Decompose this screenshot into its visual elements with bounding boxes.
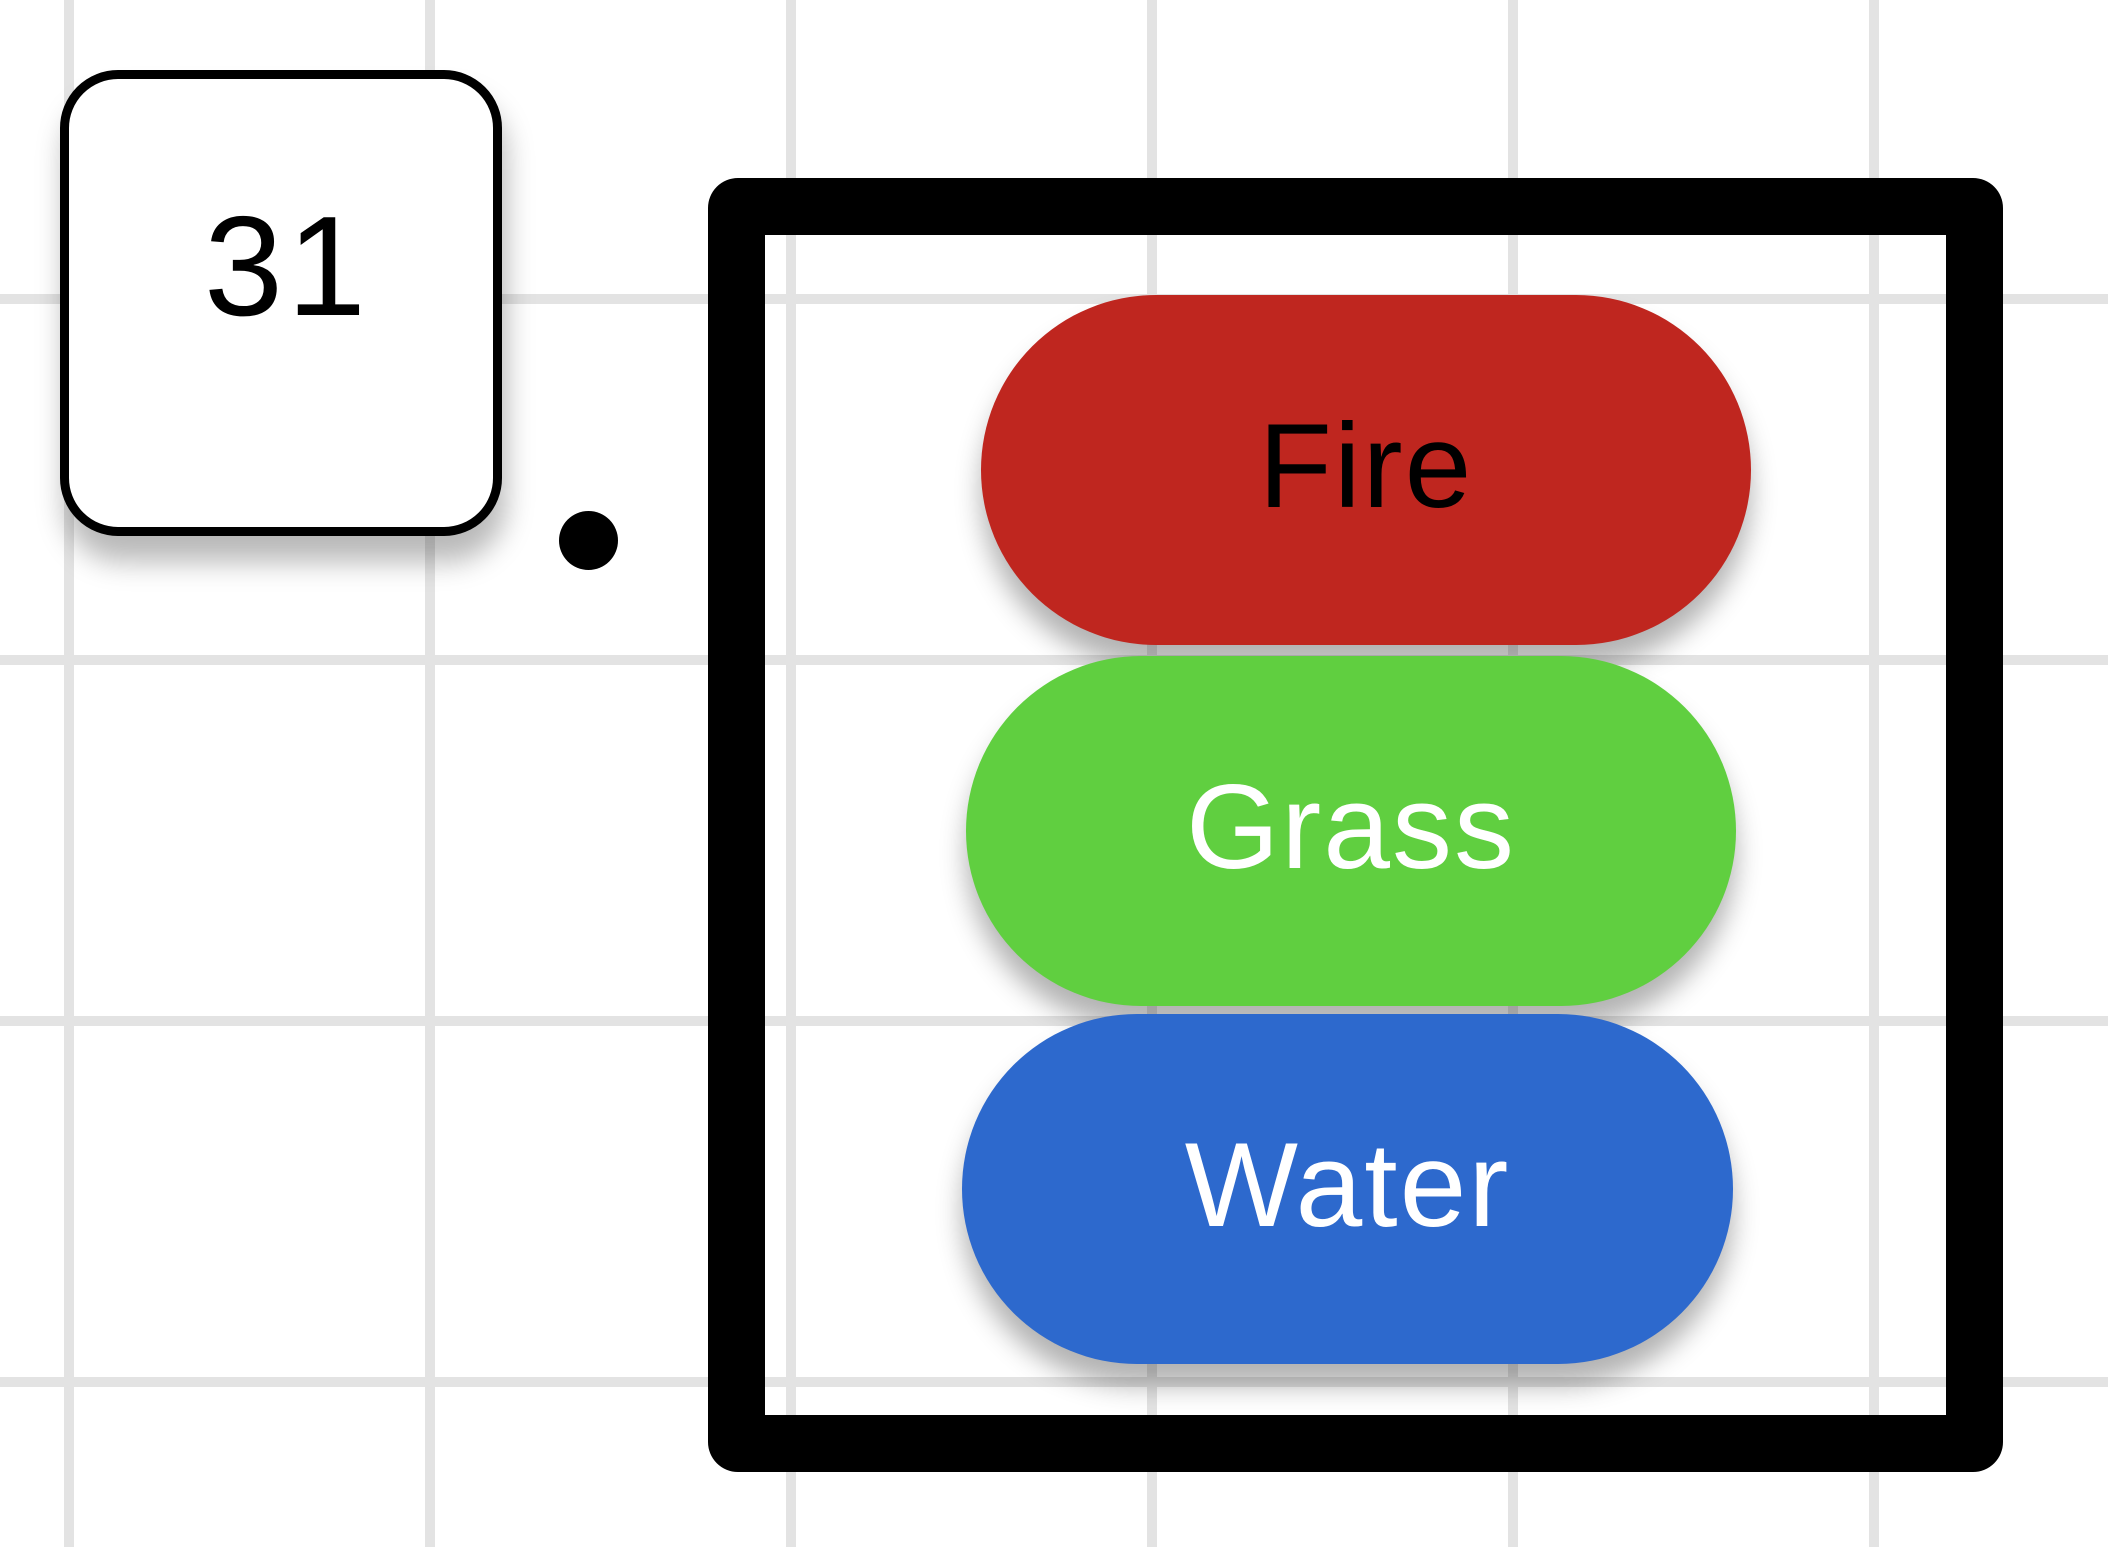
grass-tile-label: Grass xyxy=(1185,760,1517,894)
fire-tile[interactable]: Fire xyxy=(981,295,1751,645)
counter-value: 31 xyxy=(204,187,370,346)
item-bin xyxy=(708,178,2003,1472)
bullet-dot xyxy=(559,511,618,570)
counter-card: 31 xyxy=(60,70,502,536)
water-tile[interactable]: Water xyxy=(962,1014,1733,1364)
fire-tile-label: Fire xyxy=(1258,399,1474,533)
grass-tile[interactable]: Grass xyxy=(966,656,1736,1006)
water-tile-label: Water xyxy=(1184,1118,1511,1252)
